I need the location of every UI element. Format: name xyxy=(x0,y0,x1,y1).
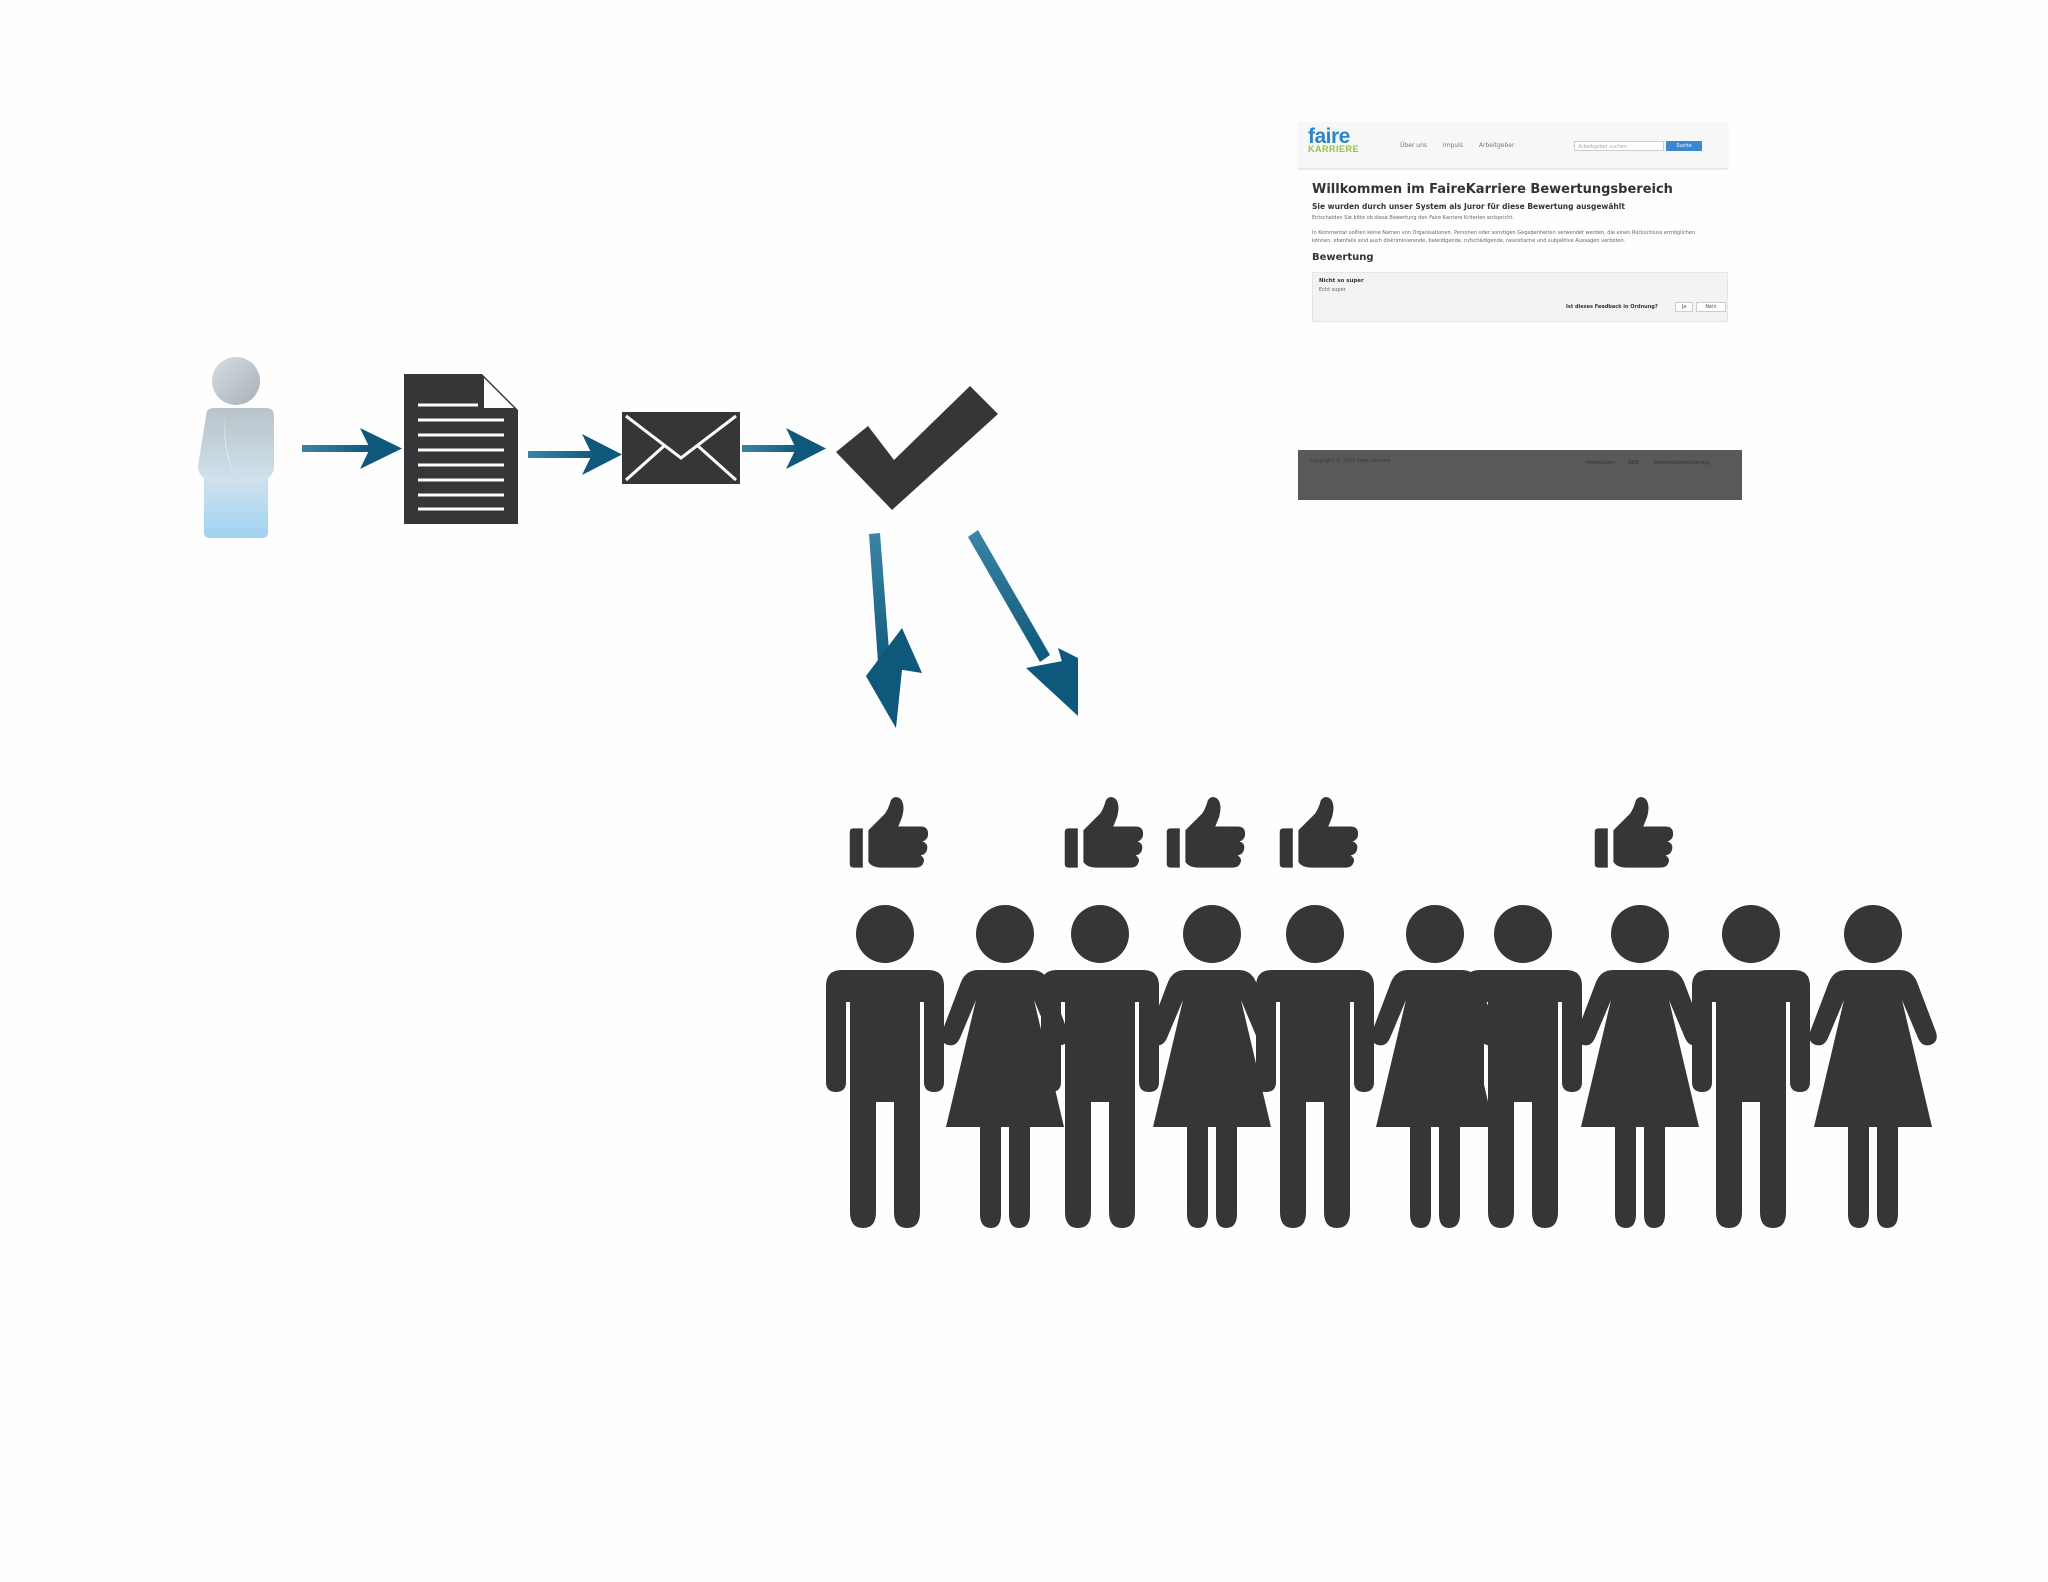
thumbs-up-icon xyxy=(1279,797,1359,868)
page-title: Willkommen im FaireKarriere Bewertungsbe… xyxy=(1312,182,1673,197)
man-figure-icon xyxy=(1256,905,1374,1228)
footer: Copyright © 2015 Faire Karriere Impressu… xyxy=(1298,450,1742,500)
footer-brand[interactable]: Faire Karriere xyxy=(1356,458,1391,464)
man-figure-icon xyxy=(1692,905,1810,1228)
logo-top: faire xyxy=(1308,125,1350,148)
footer-link-privacy[interactable]: Datenschutzerklärung xyxy=(1653,460,1710,466)
arrow-down-left xyxy=(866,533,922,728)
nav-link-about[interactable]: Über uns xyxy=(1400,142,1427,149)
copyright-text: Copyright © 2015 xyxy=(1310,458,1356,464)
intro-text: Entscheiden Sie bitte ob diese Bewertung… xyxy=(1312,215,1514,221)
review-body: Echt super xyxy=(1319,287,1346,293)
section-title: Bewertung xyxy=(1312,252,1374,263)
nav-bar: faire KARRIERE Über uns Impuls Arbeitgeb… xyxy=(1298,122,1728,169)
logo: faire KARRIERE xyxy=(1308,126,1359,154)
crowd xyxy=(826,797,1937,1228)
man-figure-icon xyxy=(1464,905,1582,1228)
search-button[interactable]: Suche xyxy=(1666,141,1702,151)
document-icon xyxy=(404,374,518,524)
woman-figure-icon xyxy=(1576,905,1704,1228)
footer-link-agb[interactable]: AGB xyxy=(1628,460,1640,466)
review-card: Nicht so super Echt super Ist dieses Fee… xyxy=(1312,272,1728,322)
footer-link-impressum[interactable]: Impressum xyxy=(1586,460,1614,466)
arrow-down-right xyxy=(968,530,1078,716)
nav-link-impuls[interactable]: Impuls xyxy=(1442,142,1463,149)
thumbs-up-icon xyxy=(1064,797,1144,868)
search-input[interactable]: Arbeitgeber suchen xyxy=(1574,141,1664,151)
footer-links: Impressum AGB Datenschutzerklärung xyxy=(1586,460,1722,466)
envelope-icon xyxy=(622,412,740,484)
review-title: Nicht so super xyxy=(1319,278,1364,284)
woman-figure-icon xyxy=(1809,905,1937,1228)
arrow-2 xyxy=(528,434,622,475)
man-figure-icon xyxy=(1041,905,1159,1228)
arrow-1 xyxy=(302,428,402,469)
nav-links: Über uns Impuls Arbeitgeber xyxy=(1400,142,1528,149)
thumbs-up-icon xyxy=(849,797,929,868)
page-subtitle: Sie wurden durch unser System als Juror … xyxy=(1312,202,1625,211)
thumbs-up-icon xyxy=(1166,797,1246,868)
feedback-question: Ist dieses Feedback in Ordnung? xyxy=(1566,304,1658,310)
checkmark-icon xyxy=(836,386,998,510)
nav-link-employer[interactable]: Arbeitgeber xyxy=(1478,142,1515,149)
man-figure-icon xyxy=(826,905,944,1228)
user-figure-icon xyxy=(198,357,274,538)
arrow-3 xyxy=(742,428,826,469)
yes-button[interactable]: Ja xyxy=(1675,302,1693,312)
no-button[interactable]: Nein xyxy=(1696,302,1726,312)
review-page-screenshot: faire KARRIERE Über uns Impuls Arbeitgeb… xyxy=(1298,122,1742,500)
thumbs-up-icon xyxy=(1594,797,1674,868)
footer-copyright: Copyright © 2015 Faire Karriere xyxy=(1310,458,1390,464)
logo-bottom: KARRIERE xyxy=(1308,144,1360,154)
criteria-text: In Kommentar sollten keine Namen von Org… xyxy=(1312,230,1696,244)
